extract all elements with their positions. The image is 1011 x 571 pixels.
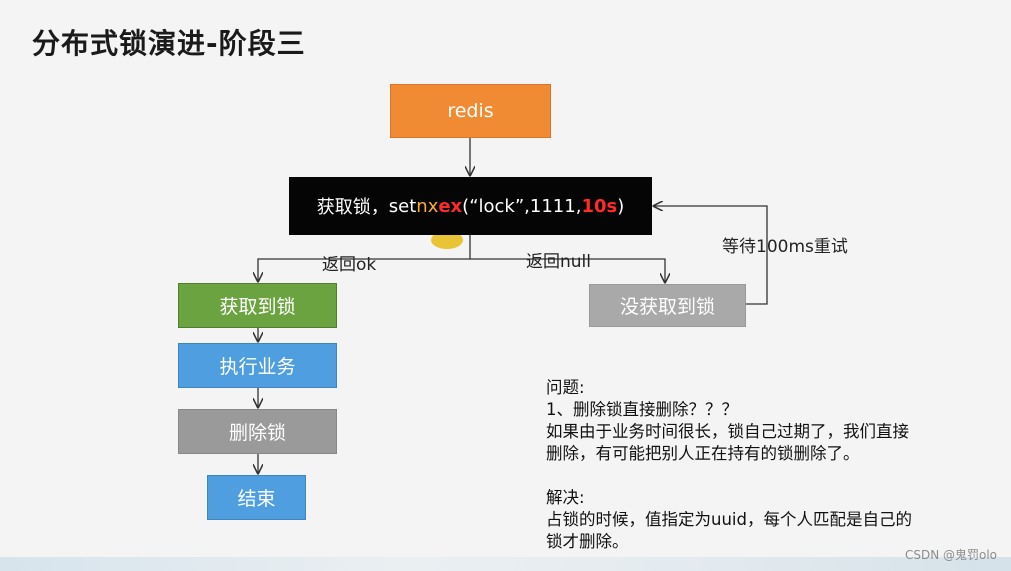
- question-line-1: 1、删除锁直接删除？？？: [546, 400, 738, 419]
- acquire-timeout: 10s: [581, 195, 618, 217]
- acquire-close: ): [617, 195, 625, 217]
- lock-acquired-node: 获取到锁: [178, 283, 337, 328]
- slide-title: 分布式锁演进-阶段三: [32, 27, 306, 60]
- redis-node: redis: [390, 84, 551, 138]
- arrow-acquire-branch: [258, 235, 471, 281]
- question-title: 问题:: [546, 378, 585, 397]
- arrow-to-fail: [470, 258, 665, 282]
- cursor-highlight: [431, 231, 463, 249]
- delete-lock-node: 删除锁: [178, 409, 337, 454]
- solution-title: 解决:: [546, 488, 585, 507]
- question-line-2: 如果由于业务时间很长，锁自己过期了，我们直接: [546, 422, 909, 441]
- acquire-args: (“lock”,1111,: [462, 195, 582, 217]
- edge-label-return-null: 返回null: [526, 252, 591, 272]
- acquire-set: set: [388, 195, 417, 217]
- watermark: CSDN @鬼罚olo: [904, 548, 997, 562]
- edge-label-return-ok: 返回ok: [322, 255, 377, 275]
- execute-business-node: 执行业务: [178, 343, 337, 388]
- acquire-ex: ex: [438, 195, 463, 217]
- acquire-nx: nx: [416, 195, 439, 217]
- problem-solution-note: 问题: 1、删除锁直接删除？？？ 如果由于业务时间很长，锁自己过期了，我们直接 …: [546, 377, 996, 553]
- solution-line-2: 锁才删除。: [546, 532, 629, 551]
- bottom-decor-strip: [0, 557, 1011, 571]
- question-line-3: 删除，有可能把别人正在持有的锁删除了。: [546, 444, 860, 463]
- lock-not-acquired-node: 没获取到锁: [589, 284, 746, 327]
- acquire-prefix: 获取锁，: [316, 197, 389, 218]
- end-node: 结束: [207, 475, 306, 520]
- arrow-retry-loop: [654, 206, 768, 305]
- edge-label-retry: 等待100ms重试: [722, 237, 848, 257]
- solution-line-1: 占锁的时候，值指定为uuid，每个人匹配是自己的: [546, 510, 912, 529]
